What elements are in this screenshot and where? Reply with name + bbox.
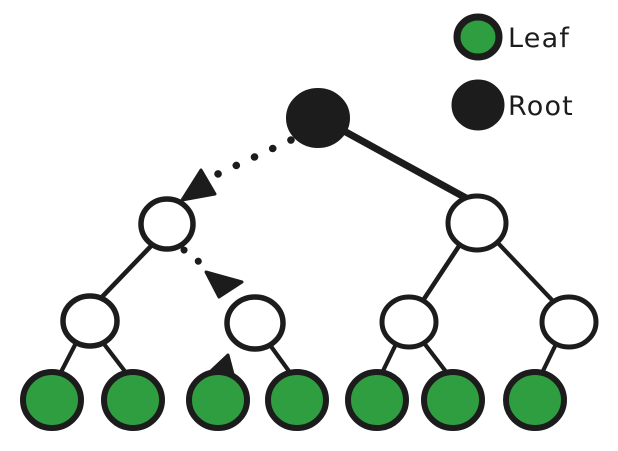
dotted-path-segment [180,246,216,276]
node-leaf-6[interactable] [421,369,485,431]
legend-item-leaf: Leaf [453,13,570,61]
node-internal-left-left[interactable] [60,293,120,349]
node-leaf-2[interactable] [101,369,165,431]
legend-leaf-swatch-icon [453,13,503,61]
edge-right-left-to-leaf-6 [421,340,450,376]
edge-right-to-right-left [421,240,464,302]
arrowhead-triangle-icon [180,168,217,202]
legend-root-label: Root [508,91,574,122]
node-root[interactable] [286,88,350,148]
legend-root-swatch-icon [451,79,505,131]
node-leaf-5[interactable] [345,369,409,431]
node-internal-left-right[interactable] [224,294,286,352]
arrowhead-triangle-icon [204,270,244,299]
legend-leaf-label: Leaf [508,23,570,54]
dotted-path-segment [201,136,295,184]
node-leaf-4[interactable] [265,369,329,431]
node-leaf-7[interactable] [503,369,567,431]
edge-left-to-left-left [98,242,155,301]
traversal-arrow-root-to-left-child [180,136,295,202]
edge-left-left-to-leaf-1 [57,340,79,377]
node-leaf-3[interactable] [186,369,250,431]
legend: Leaf Root [451,13,574,131]
edge-right-to-right-right [494,239,555,303]
legend-item-root: Root [451,79,574,131]
node-leaf-1[interactable] [20,369,84,431]
node-internal-left[interactable] [138,196,196,252]
traversal-arrow-left-to-left-right [180,246,244,299]
node-internal-right[interactable] [445,193,509,253]
edge-left-right-to-leaf-4 [267,342,294,377]
edge-right-left-to-leaf-5 [379,341,399,376]
node-internal-right-right[interactable] [539,294,599,350]
tree-edges-layer [57,127,560,377]
edge-left-left-to-leaf-2 [101,341,130,377]
edge-right-right-to-leaf-7 [539,339,560,376]
tree-nodes-layer [20,88,599,431]
node-internal-right-left[interactable] [379,294,439,350]
edge-root-to-right-child [340,127,470,202]
